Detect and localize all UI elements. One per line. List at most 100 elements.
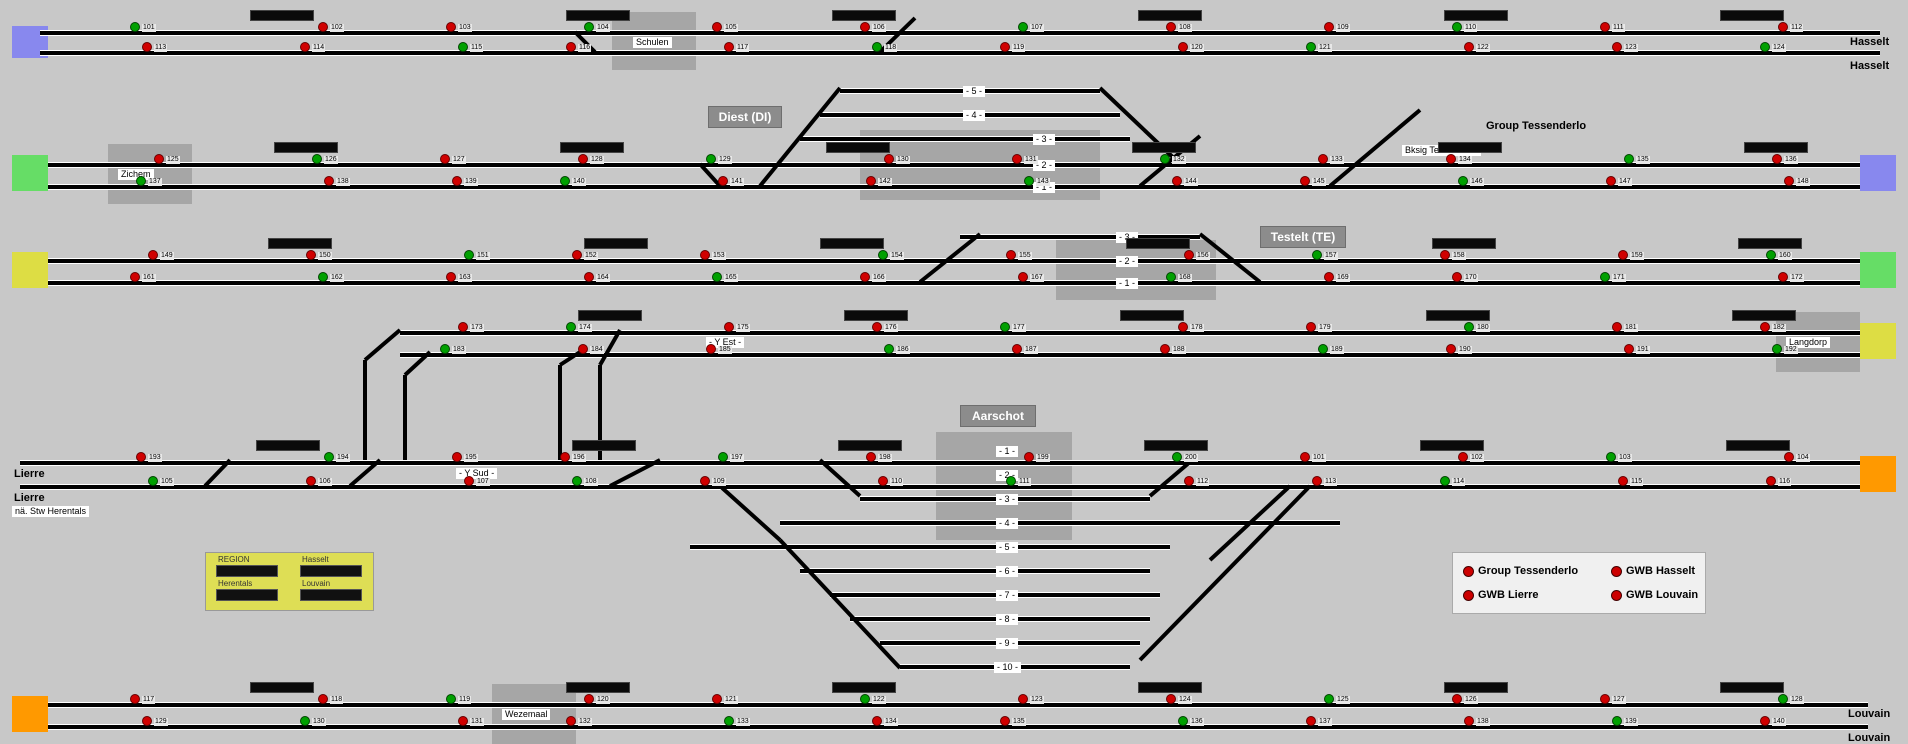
endpoint-hasselt-east[interactable] [1860,155,1896,191]
endpoint-zichem-west[interactable] [12,155,48,191]
signal[interactable] [1440,476,1450,486]
signal[interactable] [464,250,474,260]
track-row-1b[interactable] [40,50,1880,56]
signal[interactable] [1612,322,1622,332]
signal[interactable] [1324,272,1334,282]
signal[interactable] [148,476,158,486]
signal[interactable] [1306,42,1316,52]
signal[interactable] [446,694,456,704]
signal[interactable] [1006,476,1016,486]
legend-group-tessenderlo[interactable]: Group Tessenderlo [1463,565,1578,577]
signal[interactable] [306,250,316,260]
signal[interactable] [1464,322,1474,332]
signal[interactable] [578,344,588,354]
signal[interactable] [1784,176,1794,186]
signal[interactable] [572,476,582,486]
signal[interactable] [142,42,152,52]
signal[interactable] [1772,154,1782,164]
signal[interactable] [1446,154,1456,164]
signal[interactable] [706,154,716,164]
signal[interactable] [1312,476,1322,486]
signal[interactable] [1166,694,1176,704]
signal[interactable] [1624,344,1634,354]
signal[interactable] [1324,22,1334,32]
signal[interactable] [1012,344,1022,354]
signal[interactable] [1772,344,1782,354]
signal[interactable] [452,176,462,186]
signal[interactable] [1318,154,1328,164]
signal[interactable] [446,272,456,282]
endpoint-testelt-west[interactable] [12,252,48,288]
signal[interactable] [1312,250,1322,260]
track-row-2b[interactable] [48,184,1860,190]
signal[interactable] [148,250,158,260]
signal[interactable] [1184,476,1194,486]
signal[interactable] [1600,694,1610,704]
signal[interactable] [440,344,450,354]
signal[interactable] [1306,716,1316,726]
signal[interactable] [1166,272,1176,282]
signal[interactable] [884,154,894,164]
signal[interactable] [1600,22,1610,32]
signal[interactable] [318,272,328,282]
signal[interactable] [566,322,576,332]
signal[interactable] [566,42,576,52]
signal[interactable] [300,716,310,726]
signal[interactable] [1760,42,1770,52]
legend-gwb-hasselt[interactable]: GWB Hasselt [1611,565,1695,577]
signal[interactable] [1464,42,1474,52]
track-testelt-3[interactable] [960,234,1200,240]
signal[interactable] [878,476,888,486]
endpoint-testelt-east[interactable] [1860,252,1896,288]
signal[interactable] [878,250,888,260]
signal[interactable] [1766,476,1776,486]
signal[interactable] [1778,272,1788,282]
track-row-6a[interactable] [48,702,1868,708]
signal[interactable] [718,452,728,462]
track-row-4b[interactable] [400,352,1860,358]
signal[interactable] [142,716,152,726]
signal[interactable] [1778,22,1788,32]
signal[interactable] [712,694,722,704]
signal[interactable] [318,694,328,704]
signal[interactable] [860,22,870,32]
signal[interactable] [1000,716,1010,726]
signal[interactable] [1612,42,1622,52]
signal[interactable] [1018,272,1028,282]
signal[interactable] [1160,154,1170,164]
signal[interactable] [464,476,474,486]
signal[interactable] [884,344,894,354]
signal[interactable] [1618,250,1628,260]
signal[interactable] [130,694,140,704]
signal[interactable] [1172,176,1182,186]
signal[interactable] [154,154,164,164]
signal[interactable] [1012,154,1022,164]
track-diest-3[interactable] [800,136,1130,142]
signal[interactable] [572,250,582,260]
signal[interactable] [300,42,310,52]
signal[interactable] [458,322,468,332]
signal[interactable] [1024,176,1034,186]
signal[interactable] [718,176,728,186]
legend-gwb-lierre[interactable]: GWB Lierre [1463,589,1539,601]
signal[interactable] [560,176,570,186]
signal[interactable] [1618,476,1628,486]
signal[interactable] [1760,716,1770,726]
signal[interactable] [1324,694,1334,704]
track-row-2a[interactable] [48,162,1860,168]
signal[interactable] [724,42,734,52]
signal[interactable] [1018,22,1028,32]
signal[interactable] [312,154,322,164]
signal[interactable] [458,42,468,52]
signal[interactable] [136,452,146,462]
signal[interactable] [866,176,876,186]
signal[interactable] [578,154,588,164]
signal[interactable] [706,344,716,354]
signal[interactable] [1778,694,1788,704]
signal[interactable] [1452,694,1462,704]
station-box-aarschot[interactable]: Aarschot [960,405,1036,427]
signal[interactable] [700,250,710,260]
track-row-5b[interactable] [20,484,1860,490]
signal[interactable] [440,154,450,164]
signal[interactable] [860,694,870,704]
